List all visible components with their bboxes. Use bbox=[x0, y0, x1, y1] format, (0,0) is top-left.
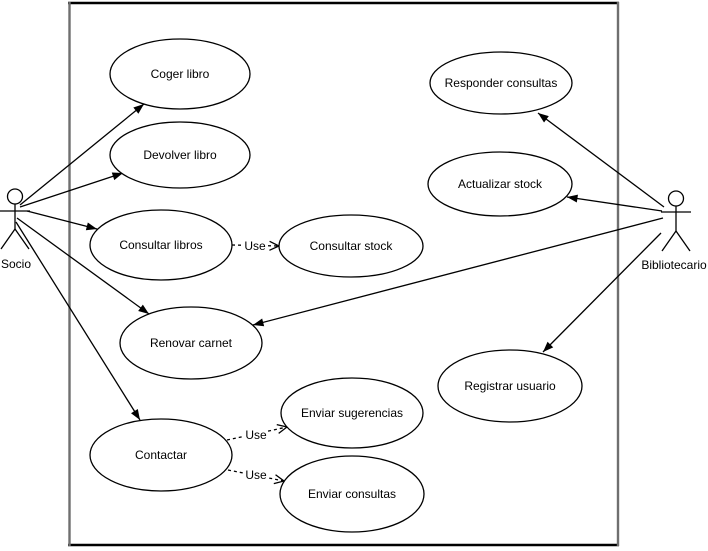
association-bibliotecario-registrar-usuario bbox=[542, 232, 662, 353]
use-case-ellipse bbox=[279, 455, 425, 533]
use-case-ellipse bbox=[280, 377, 424, 449]
actor-head bbox=[667, 190, 685, 207]
use-case-label: Registrar usuario bbox=[464, 379, 556, 393]
actor-left-leg bbox=[661, 230, 677, 252]
use-case-enviar-consultas: Enviar consultas bbox=[279, 455, 425, 533]
use-case-ellipse bbox=[109, 121, 251, 189]
use-case-label: Enviar consultas bbox=[308, 487, 396, 501]
use-case-label: Consultar stock bbox=[310, 239, 394, 253]
actor-right-leg bbox=[675, 230, 691, 252]
use-case-label: Devolver libro bbox=[143, 148, 217, 162]
use-dependency-contactar-enviar-sugerencias bbox=[226, 423, 289, 441]
actor-head bbox=[6, 188, 24, 205]
association-socio-contactar bbox=[15, 221, 141, 421]
use-case-ellipse bbox=[89, 209, 233, 281]
actor-label: Bibliotecario bbox=[641, 258, 707, 272]
use-dependency-label: Use bbox=[245, 468, 267, 482]
use-case-actualizar-stock: Actualizar stock bbox=[427, 151, 573, 217]
association-bibliotecario-responder-consultas bbox=[537, 112, 665, 208]
actor-left-leg bbox=[0, 228, 16, 250]
system-boundary bbox=[68, 1, 620, 547]
association-bibliotecario-renovar-carnet bbox=[252, 217, 664, 327]
actor-bibliotecario: Bibliotecario bbox=[641, 190, 707, 272]
use-case-registrar-usuario: Registrar usuario bbox=[437, 349, 583, 423]
use-case-label: Actualizar stock bbox=[458, 177, 543, 191]
association-socio-devolver-libro bbox=[19, 172, 124, 208]
use-dependency-label: Use bbox=[245, 428, 267, 442]
use-dependency-consultar-libros-consultar-stock bbox=[231, 240, 281, 251]
use-case-ellipse bbox=[427, 151, 573, 217]
use-case-enviar-sugerencias: Enviar sugerencias bbox=[280, 377, 424, 449]
use-case-consultar-stock: Consultar stock bbox=[278, 214, 424, 278]
use-case-ellipse bbox=[429, 51, 573, 115]
use-case-contactar: Contactar bbox=[89, 418, 233, 492]
use-case-ellipse bbox=[437, 349, 583, 423]
use-dependency-label: Use bbox=[244, 239, 266, 253]
use-case-ellipse bbox=[109, 38, 251, 110]
use-case-renovar-carnet: Renovar carnet bbox=[119, 306, 263, 380]
association-socio-consultar-libros bbox=[26, 210, 98, 231]
use-case-ellipse bbox=[278, 214, 424, 278]
use-case-consultar-libros: Consultar libros bbox=[89, 209, 233, 281]
association-socio-coger-libro bbox=[19, 103, 145, 206]
actor-label: Socio bbox=[1, 257, 31, 271]
use-case-label: Consultar libros bbox=[119, 238, 202, 252]
use-case-devolver-libro: Devolver libro bbox=[109, 121, 251, 189]
use-case-coger-libro: Coger libro bbox=[109, 38, 251, 110]
use-case-ellipse bbox=[119, 306, 263, 380]
use-case-ellipse bbox=[89, 418, 233, 492]
use-case-label: Contactar bbox=[135, 448, 187, 462]
actor-socio: Socio bbox=[0, 188, 31, 271]
association-socio-renovar-carnet bbox=[16, 217, 150, 315]
use-case-label: Responder consultas bbox=[445, 76, 558, 90]
actor-right-leg bbox=[14, 228, 30, 250]
use-case-label: Renovar carnet bbox=[150, 336, 233, 350]
use-case-label: Enviar sugerencias bbox=[301, 406, 403, 420]
use-case-label: Coger libro bbox=[151, 67, 210, 81]
association-bibliotecario-actualizar-stock bbox=[566, 194, 663, 212]
use-case-responder-consultas: Responder consultas bbox=[429, 51, 573, 115]
